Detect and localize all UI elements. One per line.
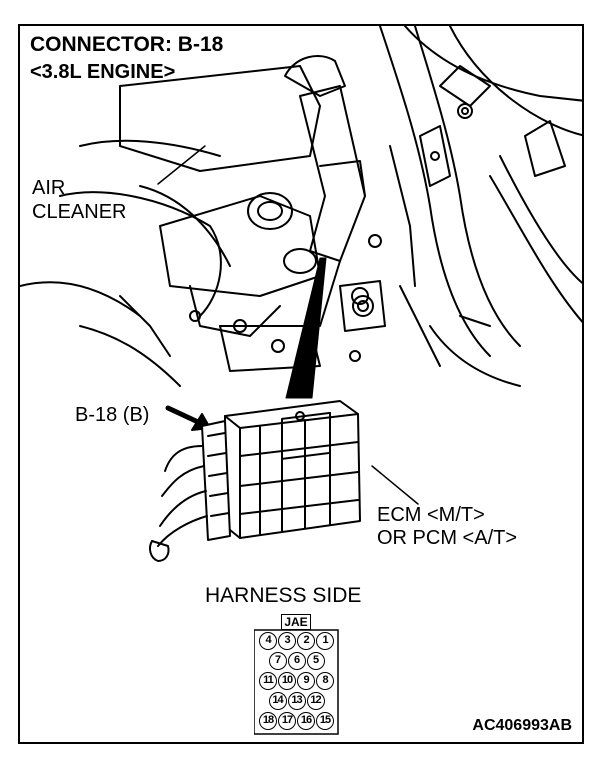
connector-pin: 13 <box>287 692 306 710</box>
connector-pin: 9 <box>297 672 315 690</box>
figure-frame: CONNECTOR: B-18 <3.8L ENGINE> AIR CLEANE… <box>18 24 584 744</box>
air-cleaner-drawing <box>59 65 321 387</box>
connector-pin: 4 <box>259 632 277 650</box>
connector-pin: 8 <box>316 672 334 690</box>
engine-bay-illustration <box>20 26 582 562</box>
connector-pin: 17 <box>278 712 296 730</box>
connector-pin: 3 <box>278 632 296 650</box>
connector-pin: 18 <box>259 712 277 730</box>
figure-code: AC406993AB <box>472 717 572 734</box>
ecm-label-line1: ECM <M/T> <box>377 504 485 526</box>
connector-outline <box>254 629 339 735</box>
connector-pin: 16 <box>297 712 315 730</box>
fender-structure <box>379 26 582 387</box>
connector-pin: 11 <box>259 672 277 690</box>
connector-pin: 12 <box>306 692 325 710</box>
connector-pin: 1 <box>316 632 334 650</box>
ecm-label-line2: OR PCM <A/T> <box>377 527 518 549</box>
connector-b18-drawing <box>149 420 231 562</box>
connector-pin: 5 <box>306 652 325 670</box>
air-cleaner-leader <box>157 145 206 185</box>
air-cleaner-label-line2: CLEANER <box>32 201 127 223</box>
lower-components <box>20 280 491 372</box>
air-cleaner-label: AIR CLEANER <box>32 176 126 224</box>
connector-pin: 6 <box>287 652 306 670</box>
connector-pin: 14 <box>268 692 287 710</box>
callout-pointer <box>285 257 327 399</box>
connector-pin: 10 <box>278 672 296 690</box>
connector-pin: 7 <box>268 652 287 670</box>
harness-side-label: HARNESS SIDE <box>205 584 362 607</box>
connector-pin: 2 <box>297 632 315 650</box>
ecm-module-drawing <box>224 400 361 539</box>
connector-maker-label: JAE <box>281 614 311 630</box>
intake-duct-drawing <box>283 55 382 327</box>
ecm-leader <box>371 465 419 505</box>
connector-pin: 15 <box>316 712 334 730</box>
air-cleaner-label-line1: AIR <box>32 177 66 199</box>
engine-variant-label: <3.8L ENGINE> <box>30 61 176 83</box>
ecm-label: ECM <M/T> OR PCM <A/T> <box>377 504 517 550</box>
connector-ref-label: B-18 (B) <box>75 404 150 426</box>
connector-title: CONNECTOR: B-18 <box>30 33 224 56</box>
